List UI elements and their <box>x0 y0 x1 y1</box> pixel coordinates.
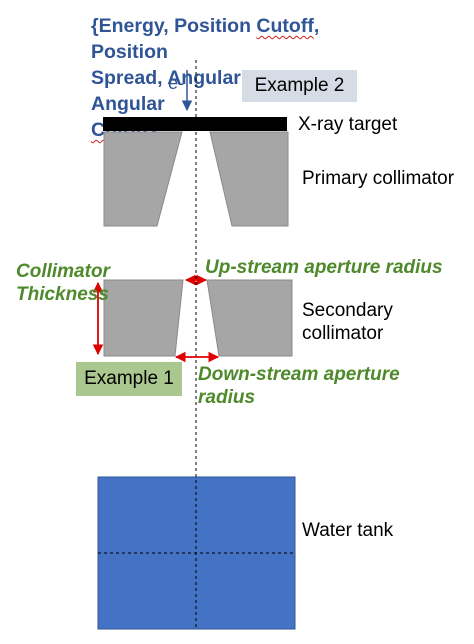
xray-target <box>103 117 287 131</box>
electron-label: e- <box>168 73 185 93</box>
brace-open: { <box>91 15 99 37</box>
primary-collimator-label: Primary collimator <box>302 168 455 189</box>
example-2-box: Example 2 <box>242 70 357 102</box>
collimator-thickness-label: Collimator Thickness <box>16 261 110 305</box>
secondary-collimator-right <box>206 279 293 357</box>
upstream-radius-label: Up-stream aperture radius <box>205 257 443 278</box>
primary-collimator-right <box>209 131 289 227</box>
param-energy-position: Energy, Position <box>98 15 257 37</box>
water-tank-label: Water tank <box>302 520 394 541</box>
param-position: , Position <box>91 15 320 63</box>
secondary-collimator-label: Secondary collimator <box>302 300 393 344</box>
xray-target-label: X-ray target <box>298 114 398 135</box>
example-1-box: Example 1 <box>76 362 182 396</box>
primary-collimator-left <box>103 131 183 227</box>
downstream-radius-label: Down-stream aperture radius <box>198 364 400 408</box>
param-cutoff-1: Cutoff <box>256 15 314 37</box>
